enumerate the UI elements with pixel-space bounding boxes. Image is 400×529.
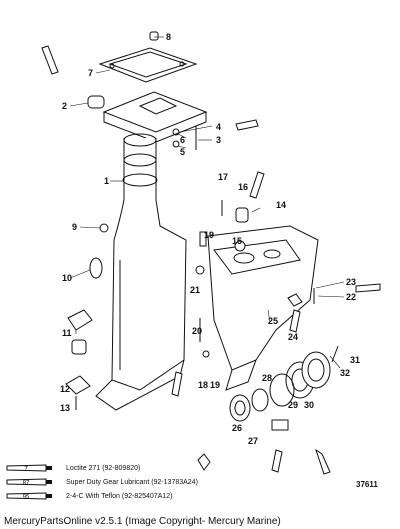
gasket-part (98, 47, 198, 83)
plug-part (149, 31, 159, 41)
callout-number: 5 (180, 147, 185, 157)
callout-number: 7 (88, 68, 93, 78)
gear-housing-part (207, 225, 319, 391)
washer-part (234, 240, 246, 252)
callout-number: 17 (218, 172, 228, 182)
legend-code: 7 (24, 467, 28, 473)
legend-code: 95 (23, 495, 30, 501)
legend-code: 87 (23, 481, 30, 487)
legend-item-text: Super Duty Gear Lubricant (92-13783A24) (66, 479, 198, 486)
callout-number: 18 (198, 380, 208, 390)
callout-number: 10 (62, 273, 72, 283)
washer-part (172, 128, 180, 136)
callout-number: 26 (232, 423, 242, 433)
callout-number: 20 (192, 326, 202, 336)
legend-item-text: 2-4-C With Teflon (92-825407A12) (66, 493, 173, 500)
washer-part (195, 265, 205, 275)
nut-part (172, 140, 180, 148)
copyright-footer: MercuryPartsOnline v2.5.1 (Image Copyrig… (4, 516, 281, 527)
callout-number: 8 (166, 32, 171, 42)
legend-item-text: Loctite 271 (92-809820) (66, 465, 141, 472)
callout-number: 30 (304, 400, 314, 410)
callout-number: 27 (248, 436, 258, 446)
anode-part (287, 293, 303, 307)
seal-part (89, 257, 103, 279)
callout-number: 23 (346, 277, 356, 287)
callout-number: 21 (190, 285, 200, 295)
grease-tube-icon: 95 (6, 492, 52, 501)
callout-number: 13 (60, 403, 70, 413)
callout-number: 4 (216, 122, 221, 132)
callout-number: 3 (216, 135, 221, 145)
driveshaft-housing-part (95, 133, 187, 411)
o-ring-part (269, 373, 295, 407)
callout-number: 32 (340, 368, 350, 378)
callout-number: 16 (238, 182, 248, 192)
callout-number: 6 (180, 135, 185, 145)
callout-number: 11 (62, 328, 72, 338)
washer-part (202, 350, 210, 358)
bushing-part (87, 95, 105, 109)
callout-number: 2 (62, 101, 67, 111)
callout-number: 19 (204, 230, 214, 240)
mounting-plate-part (102, 91, 208, 143)
bracket-part (67, 309, 93, 331)
callout-number: 15 (232, 236, 242, 246)
callout-number: 9 (72, 222, 77, 232)
callout-number: 14 (276, 200, 286, 210)
lubricant-tube-icon: 87 (6, 478, 52, 487)
callout-number: 25 (268, 316, 278, 326)
lubricant-tube-icon (41, 45, 381, 475)
callout-number: 19 (210, 380, 220, 390)
catalog-number: 37611 (356, 480, 378, 489)
loctite-tube-icon: 7 (6, 464, 52, 473)
callout-number: 12 (60, 384, 70, 394)
bushing-part (235, 207, 249, 223)
leader-lines (69, 36, 345, 369)
plug-part (99, 223, 109, 233)
gear-bearing-part (229, 388, 289, 431)
callout-number: 24 (288, 332, 298, 342)
callout-number: 22 (346, 292, 356, 302)
callout-number: 28 (262, 373, 272, 383)
callout-number: 29 (288, 400, 298, 410)
bearing-carrier-part (285, 351, 331, 399)
callout-number: 31 (350, 355, 360, 365)
bolt-part (75, 126, 339, 410)
clamp-part (71, 339, 87, 355)
callout-number: 1 (104, 176, 109, 186)
bracket-part (65, 375, 91, 395)
